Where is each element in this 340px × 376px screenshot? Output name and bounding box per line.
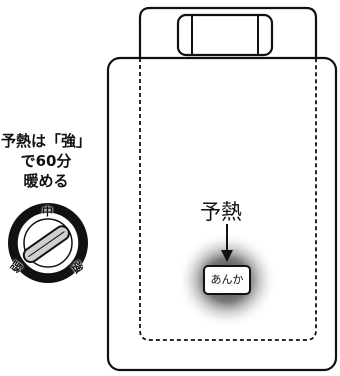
anka-warmer-box — [203, 265, 251, 295]
cover-front-panel — [106, 56, 338, 372]
dial-label-medium: 中 — [42, 205, 53, 218]
control-dial — [8, 203, 88, 283]
cover-back-panel — [138, 6, 318, 58]
instruction-line-2: で60分 — [20, 152, 72, 170]
arrow-down-icon — [221, 250, 233, 262]
instruction-line-3: 暖める — [23, 172, 69, 190]
inner-pocket-dashed-outline — [139, 58, 317, 341]
instruction-line-1: 予熱は「強」 — [0, 132, 91, 150]
preheat-label: 予熱 — [200, 200, 242, 224]
anka-warmer-label: あんか — [210, 273, 244, 286]
cover-top-handle — [176, 13, 274, 57]
